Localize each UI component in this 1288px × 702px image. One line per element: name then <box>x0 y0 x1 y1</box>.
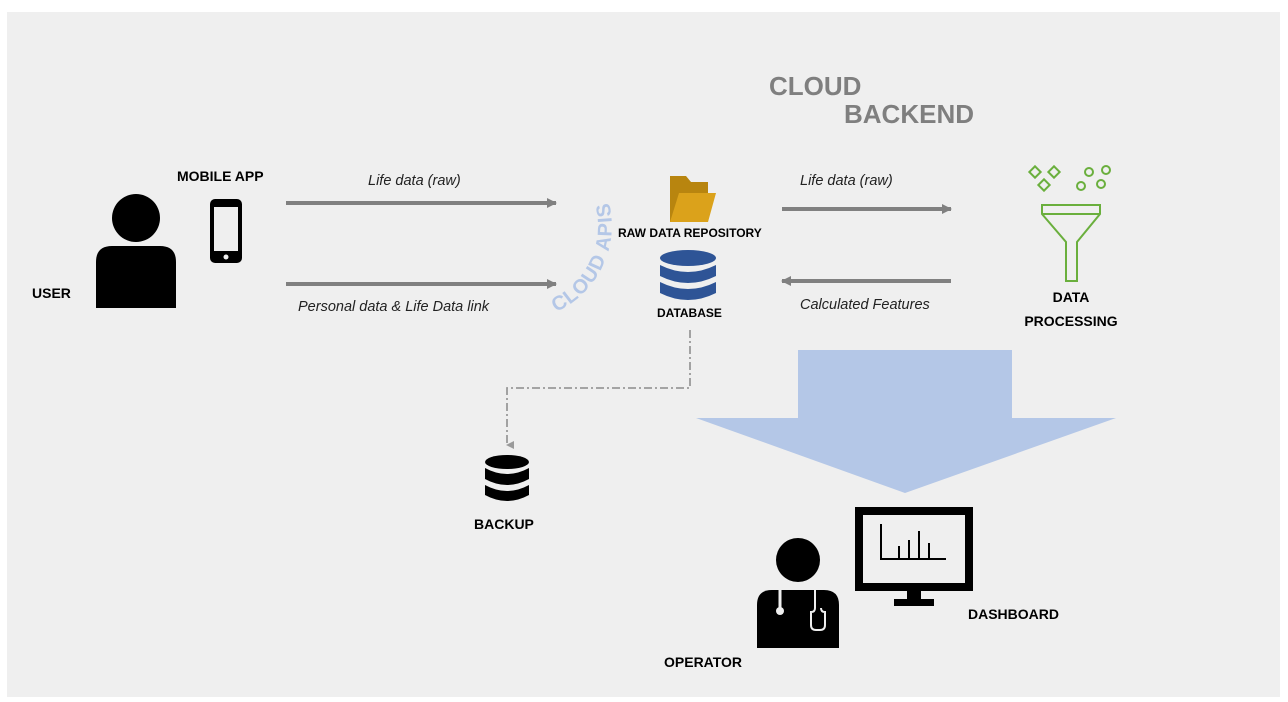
cloud-backend-title-line2: BACKEND <box>844 99 974 129</box>
data-processing-label-line2: PROCESSING <box>1024 313 1118 329</box>
cloud-apis-label: CLOUD APIS <box>548 201 617 317</box>
database-label: DATABASE <box>657 306 722 320</box>
data-processing-label-line1: DATA <box>1052 289 1090 305</box>
monitor-chart-icon <box>855 507 973 606</box>
arrow-label-life-data-raw-2: Life data (raw) <box>800 173 893 189</box>
backup-connector <box>506 330 691 449</box>
raw-data-repository-label: RAW DATA REPOSITORY <box>618 226 762 240</box>
arrow-label-life-data-raw-1: Life data (raw) <box>368 173 461 189</box>
arrow-label-personal-data: Personal data & Life Data link <box>298 299 490 315</box>
mobile-app-label: MOBILE APP <box>177 168 264 184</box>
backup-label: BACKUP <box>474 516 534 532</box>
user-icon <box>96 194 176 308</box>
folder-icon <box>670 176 716 222</box>
database-icon <box>660 250 716 300</box>
arrow-label-calculated-features: Calculated Features <box>800 297 930 313</box>
funnel-icon <box>1027 164 1111 282</box>
doctor-icon <box>757 538 839 648</box>
operator-label: OPERATOR <box>664 654 743 670</box>
diagram-background <box>7 12 1280 697</box>
cloud-apis-text: CLOUD APIS <box>548 201 616 317</box>
backup-database-icon <box>485 455 529 501</box>
mobile-phone-icon <box>210 199 242 263</box>
dashboard-label: DASHBOARD <box>968 606 1059 622</box>
big-down-arrow <box>696 350 1116 493</box>
cloud-backend-title-line1: CLOUD <box>769 71 862 101</box>
user-label: USER <box>32 285 71 301</box>
